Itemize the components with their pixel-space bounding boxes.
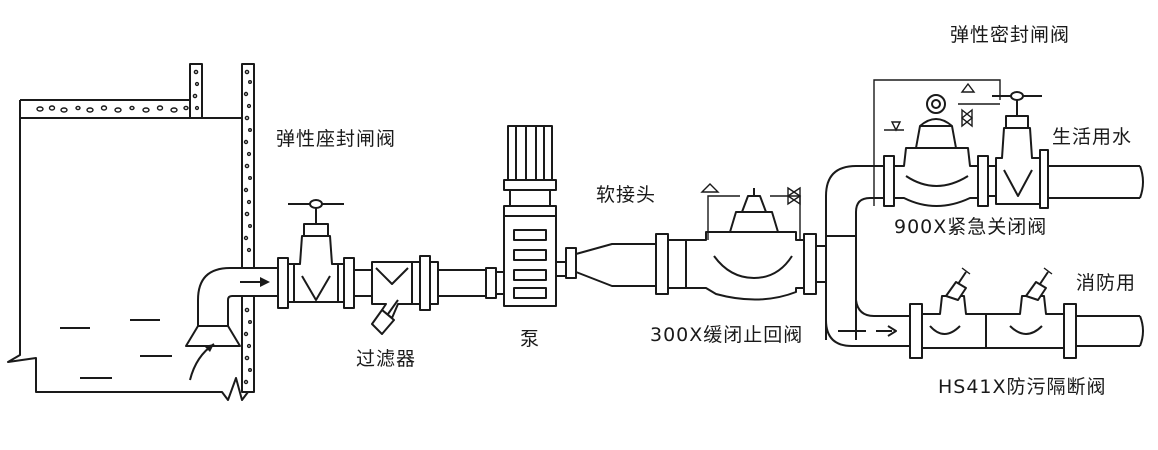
label-fire-use: 消防用 <box>1076 272 1137 294</box>
pebble-band <box>36 105 189 113</box>
water-ripples <box>60 319 172 379</box>
wall-texture <box>192 69 252 385</box>
label-seat-gate-valve: 弹性座封闸阀 <box>276 128 397 150</box>
upper-wall <box>189 63 203 119</box>
pump-motor <box>507 125 553 181</box>
label-domestic-water: 生活用水 <box>1052 126 1133 148</box>
tank-outline <box>7 100 249 401</box>
backflow-preventer <box>909 267 1144 359</box>
label-backflow-preventer: HS41X防污隔断阀 <box>938 376 1107 398</box>
label-emergency-shutoff-valve: 900X紧急关闭阀 <box>894 216 1048 238</box>
elbow-pipe <box>197 267 279 327</box>
flex-joint <box>556 233 669 295</box>
header-manifold <box>816 165 910 347</box>
water-tank <box>7 63 255 401</box>
top-gate-valve <box>987 91 1144 209</box>
label-pump: 泵 <box>520 328 541 350</box>
strainer <box>371 255 431 335</box>
label-top-gate-valve: 弹性密封闸阀 <box>950 24 1071 46</box>
emergency-shutoff-valve <box>873 79 1001 207</box>
label-slow-close-check-valve: 300X缓闭止回阀 <box>650 324 804 346</box>
suction-bell <box>185 325 241 347</box>
seat-gate-valve <box>277 199 355 309</box>
concrete-wall <box>241 63 255 393</box>
pipe-segment-2 <box>429 261 497 305</box>
label-flex-joint: 软接头 <box>596 184 657 206</box>
suction-elbow <box>185 267 279 381</box>
pump <box>496 125 557 307</box>
slow-close-check-valve <box>667 183 817 301</box>
label-strainer: 过滤器 <box>356 348 417 370</box>
pipe-segment-1 <box>354 269 372 297</box>
